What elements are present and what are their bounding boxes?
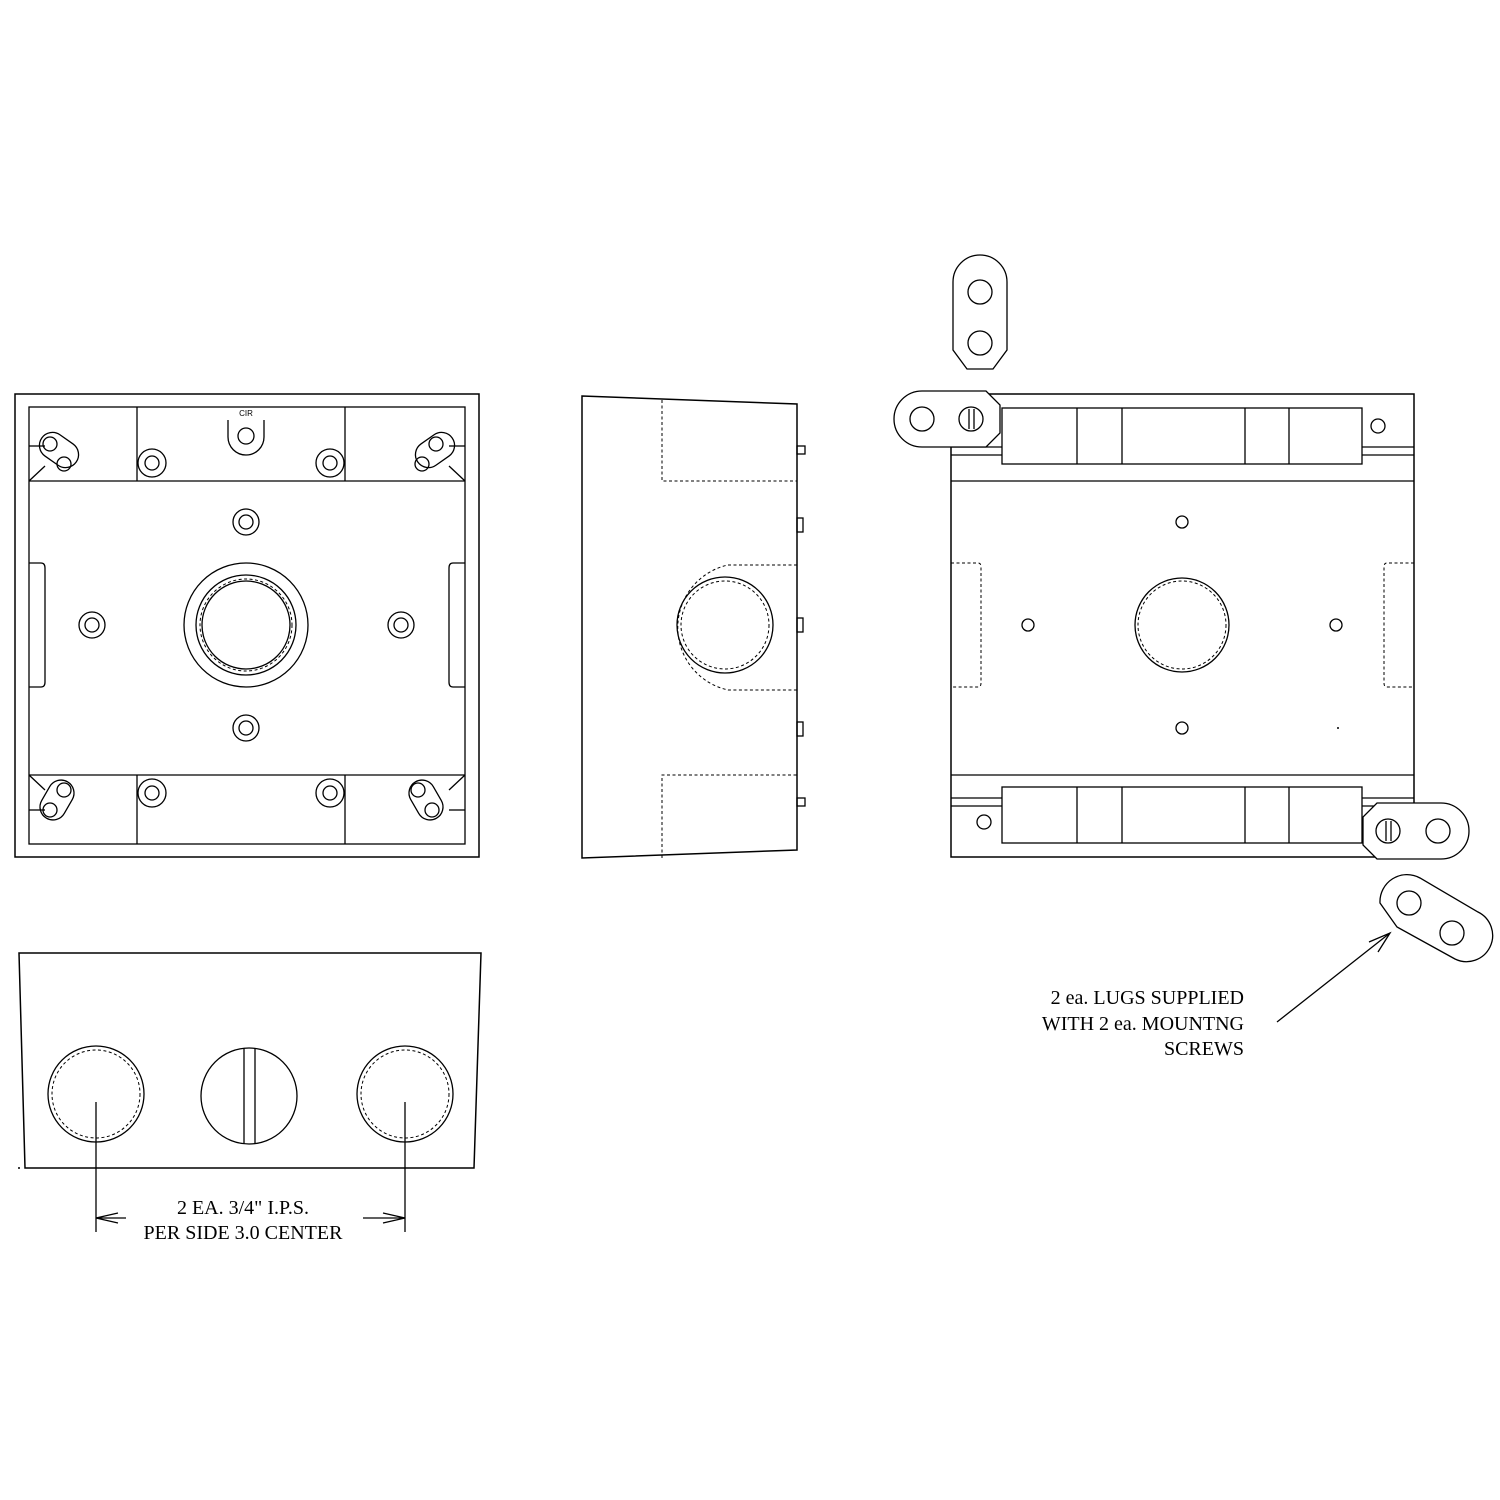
corner-ear-top-left [28, 431, 80, 482]
logo-ear: CIR [227, 409, 265, 456]
lug-leader-arrow [1276, 931, 1392, 1023]
cover-hole-left [78, 611, 106, 639]
dimension-note-line2: PER SIDE 3.0 CENTER [144, 1222, 344, 1244]
corner-ear-top-right [414, 431, 466, 482]
boss-top-left [137, 448, 167, 478]
boss-bottom-right [315, 778, 345, 808]
cover-hole-right [387, 611, 415, 639]
attached-lug-bottom [1362, 802, 1470, 860]
cover-hole-bottom [232, 714, 260, 742]
cover-hole-top [232, 508, 260, 536]
corner-ear-bottom-left [28, 774, 75, 821]
center-hub [183, 562, 309, 688]
plug-center [200, 1047, 298, 1145]
lug-note-line2: WITH 2 ea. MOUNTNG [1042, 1013, 1244, 1035]
logo-text: CIR [239, 409, 253, 418]
boss-top-right [315, 448, 345, 478]
lug-note-line1: 2 ea. LUGS SUPPLIED [1051, 987, 1244, 1009]
boss-bottom-left [137, 778, 167, 808]
loose-lug-angled [1379, 874, 1494, 963]
lug-view [893, 254, 1494, 1023]
loose-lug-vertical [952, 254, 1008, 370]
lug-note-line3: SCREWS [1164, 1038, 1244, 1060]
front-view [18, 952, 482, 1232]
side-view [581, 395, 806, 859]
attached-lug-top [893, 390, 1001, 448]
top-view: CIR [14, 393, 480, 858]
corner-ear-bottom-right [408, 774, 466, 821]
dimension-line [95, 1102, 406, 1232]
dimension-note-line1: 2 EA. 3/4" I.P.S. [177, 1197, 309, 1219]
